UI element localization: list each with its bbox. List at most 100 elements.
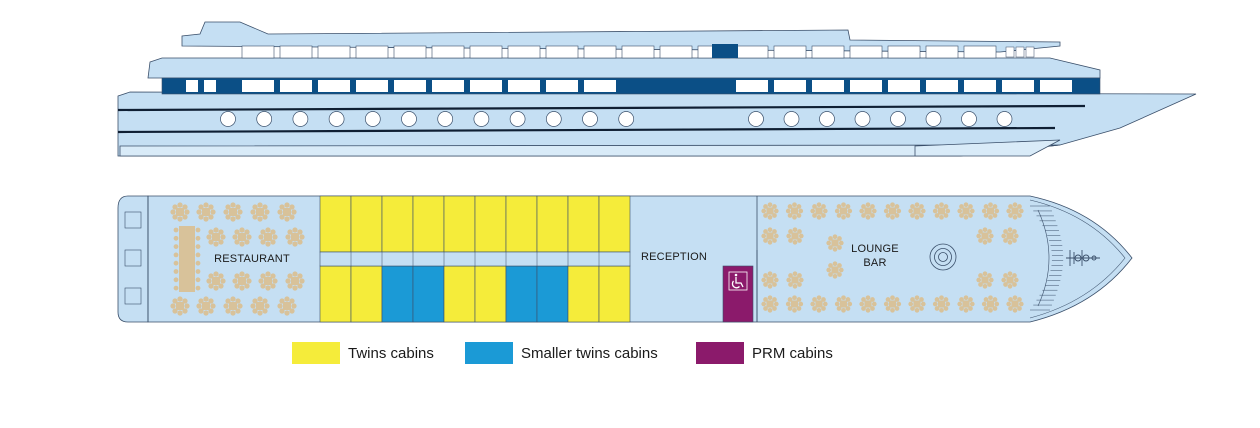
chair	[195, 227, 201, 233]
lounge-label: LOUNGE	[851, 243, 899, 255]
chair	[195, 244, 201, 250]
bar-label: BAR	[863, 257, 886, 269]
upper-window	[773, 45, 807, 59]
table-with-chairs	[883, 202, 902, 220]
chair	[173, 269, 179, 274]
porthole	[961, 111, 977, 127]
upper-window	[887, 45, 921, 59]
table-with-chairs	[834, 202, 853, 220]
stern-window	[124, 249, 142, 267]
upper-window	[925, 45, 959, 59]
upper-window	[393, 45, 427, 59]
porthole	[996, 111, 1013, 127]
table-with-chairs	[761, 227, 779, 245]
table-with-chairs	[826, 234, 844, 252]
upper-window	[317, 45, 351, 59]
porthole	[545, 111, 562, 127]
band-window	[812, 80, 844, 92]
table-with-chairs	[232, 227, 252, 247]
band-window	[774, 80, 806, 92]
legend-swatch-twins	[292, 342, 340, 364]
twin-cabin	[598, 265, 631, 323]
band-window	[926, 80, 958, 92]
reception-label: RECEPTION	[641, 251, 707, 263]
table-with-chairs	[170, 202, 190, 222]
twin-cabin	[567, 265, 600, 323]
table-with-chairs	[957, 295, 975, 313]
bow-hatching	[1030, 205, 1064, 311]
table-with-chairs	[1006, 295, 1024, 313]
table-with-chairs	[976, 227, 994, 245]
table-with-chairs	[277, 296, 297, 316]
restaurant-tables	[170, 202, 305, 316]
chair	[195, 260, 201, 266]
legend-item-smaller-twins: Smaller twins cabins	[465, 341, 658, 365]
twin-cabin	[319, 265, 352, 323]
table-with-chairs	[196, 296, 216, 316]
hull-stripe-top	[117, 104, 1086, 112]
twin-cabin	[567, 195, 600, 253]
table-with-chairs	[908, 202, 926, 220]
twin-cabin	[350, 265, 383, 323]
prm-cabin	[722, 265, 754, 323]
table-with-chairs	[785, 295, 804, 313]
twin-cabin	[474, 195, 507, 253]
chair	[173, 227, 179, 233]
smaller-twin-cabin	[536, 265, 569, 323]
porthole	[256, 111, 273, 127]
table-with-chairs	[206, 271, 226, 291]
band-window	[356, 80, 388, 92]
porthole	[292, 111, 309, 127]
twin-cabin	[443, 195, 476, 253]
table-with-chairs	[1001, 227, 1019, 245]
upper-window	[241, 45, 275, 59]
upper-window	[583, 45, 617, 59]
table-with-chairs	[170, 296, 190, 316]
legend-label-smaller-twins: Smaller twins cabins	[521, 344, 658, 362]
table-with-chairs	[250, 296, 270, 316]
upper-window	[431, 45, 465, 59]
anchor-icon	[1066, 250, 1100, 266]
band-window	[546, 80, 578, 92]
porthole-row	[220, 111, 1013, 127]
cabin-block	[319, 195, 631, 323]
chair	[173, 244, 179, 250]
table-with-chairs	[223, 296, 243, 316]
porthole	[890, 111, 906, 127]
upper-window	[963, 45, 997, 59]
band-window	[432, 80, 464, 92]
small-window	[1025, 46, 1035, 58]
band-window	[394, 80, 426, 92]
legend-label-twins: Twins cabins	[348, 344, 434, 362]
porthole	[748, 111, 764, 127]
stern-window	[124, 211, 142, 229]
long-table	[173, 226, 201, 292]
table-with-chairs	[1006, 202, 1024, 220]
table-with-chairs	[883, 295, 902, 313]
band-window	[318, 80, 350, 92]
bow-inner-arc	[1037, 209, 1050, 307]
smaller-twin-cabin	[381, 265, 414, 323]
upper-window	[507, 45, 541, 59]
upper-window	[849, 45, 883, 59]
twin-cabin	[350, 195, 383, 253]
porthole	[328, 111, 345, 127]
table-with-chairs	[196, 202, 216, 222]
porthole	[401, 111, 417, 127]
stern-window	[124, 287, 142, 305]
porthole	[364, 111, 381, 127]
porthole	[473, 111, 490, 127]
table-with-chairs	[785, 202, 804, 220]
porthole	[582, 111, 598, 127]
table-with-chairs	[761, 295, 779, 313]
table-with-chairs	[206, 227, 226, 247]
upper-window	[545, 45, 579, 59]
upper-window	[811, 45, 845, 59]
upper-window	[469, 45, 503, 59]
table-with-chairs	[834, 295, 853, 313]
band-window	[964, 80, 996, 92]
chair	[173, 260, 179, 266]
table-with-chairs	[285, 227, 305, 247]
band-window	[204, 80, 216, 92]
smaller-twin-cabin	[505, 265, 538, 323]
